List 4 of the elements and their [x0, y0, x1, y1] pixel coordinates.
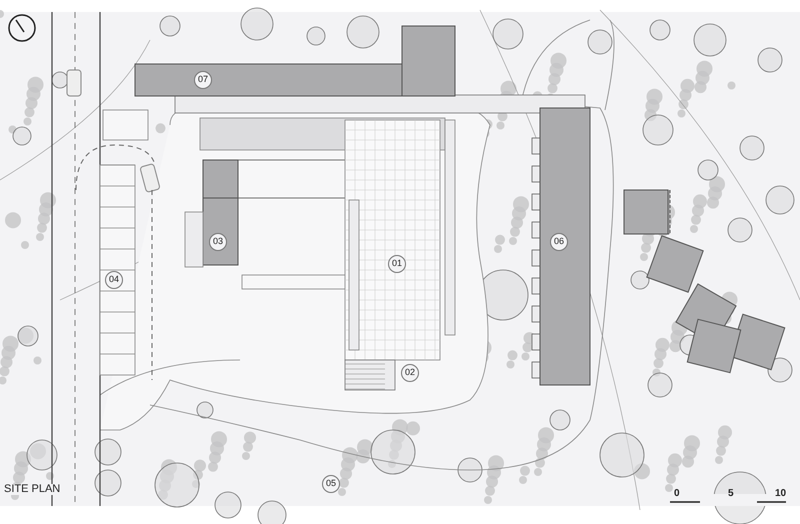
scale-label: 5 [728, 489, 734, 499]
scale-label: 10 [775, 489, 786, 499]
drawing-title: SITE PLAN [3, 484, 62, 495]
scale-label: 0 [674, 489, 680, 499]
